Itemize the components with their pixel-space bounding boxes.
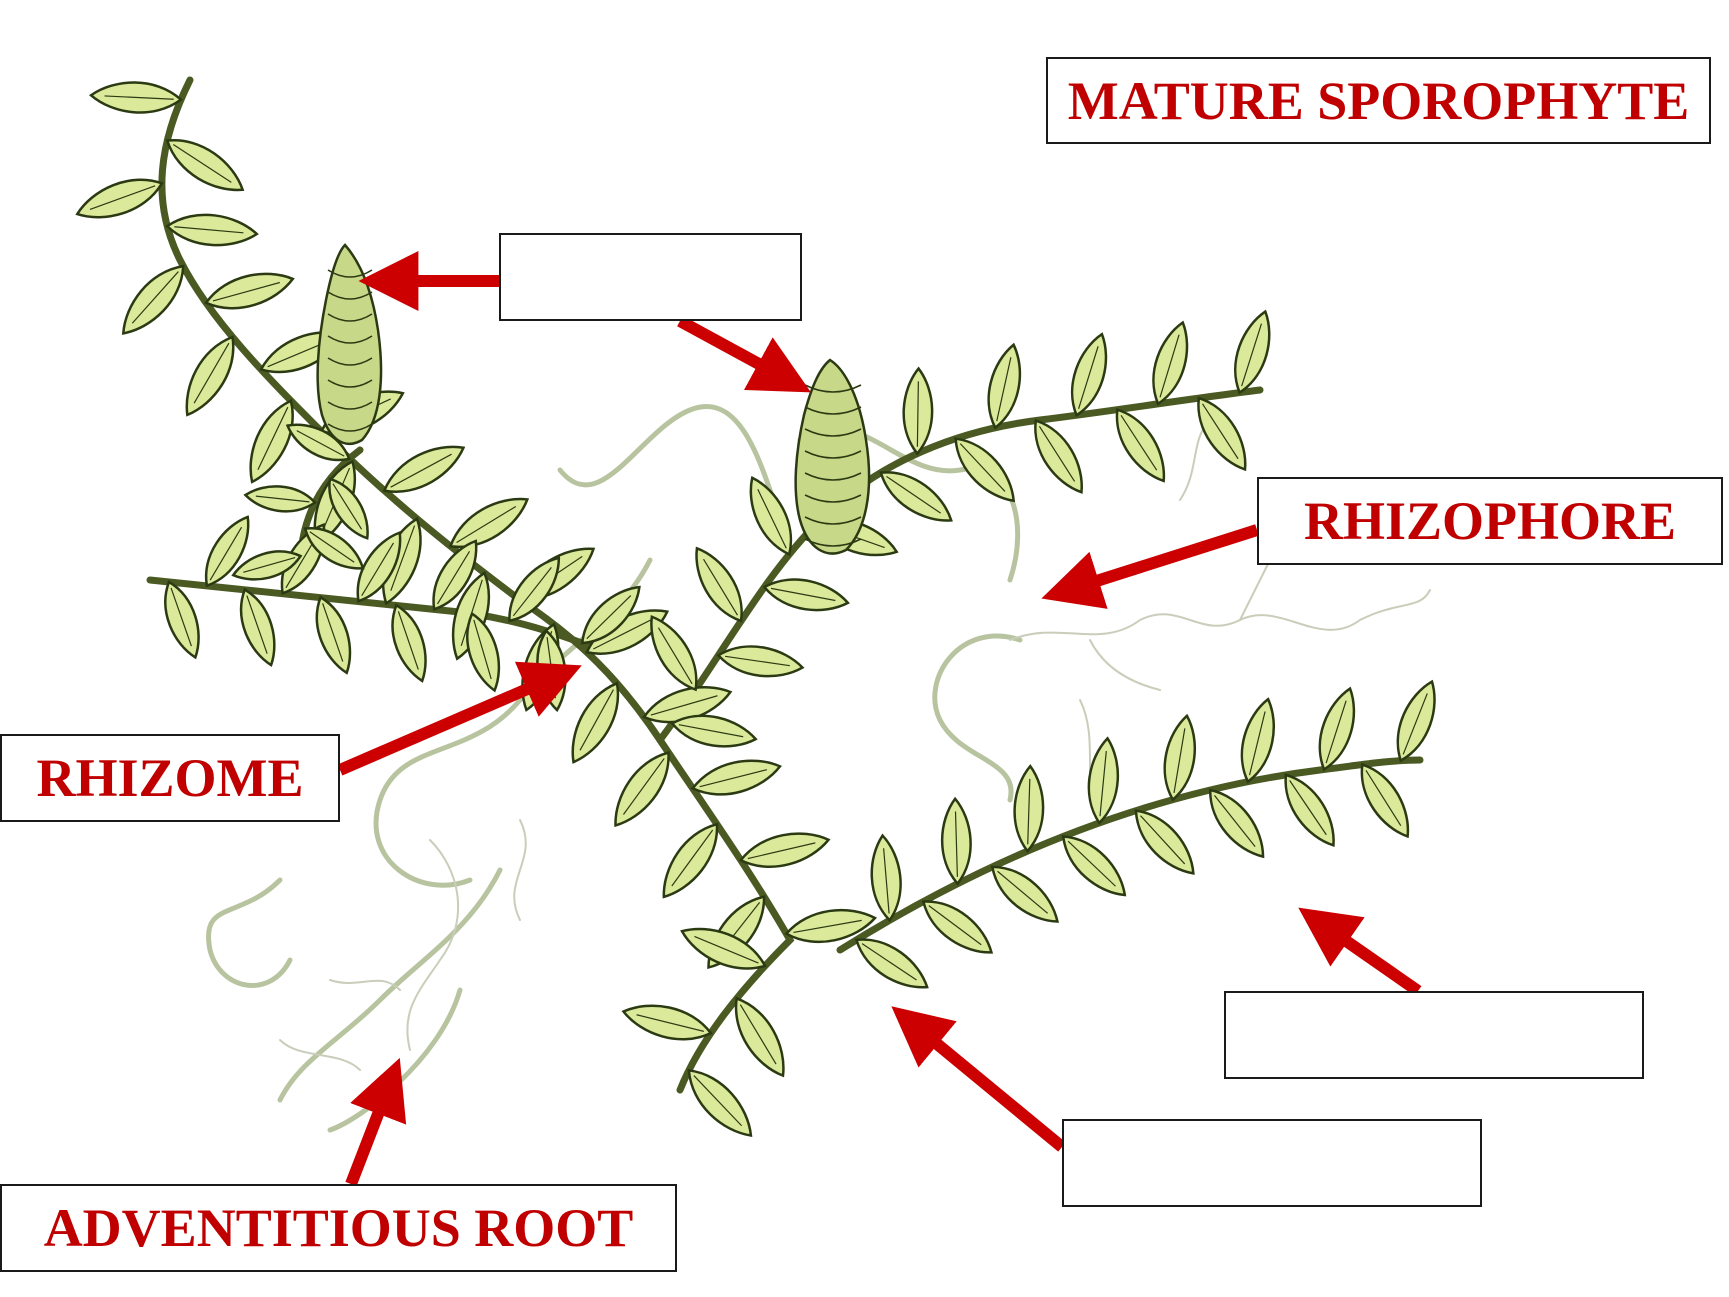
label-adventitious-root-text: ADVENTITIOUS ROOT — [44, 1197, 634, 1259]
rhizophore-line — [935, 636, 1020, 800]
label-adventitious-root: ADVENTITIOUS ROOT — [0, 1184, 677, 1272]
rhizophore-line — [330, 990, 460, 1130]
label-rhizophore: RHIZOPHORE — [1257, 477, 1723, 565]
arrow-to-stem — [908, 1020, 1062, 1147]
arrow-to-rhizome — [340, 674, 562, 770]
arrow-to-rhizophore — [1062, 530, 1257, 592]
arrow-to-adventitious-root — [351, 1078, 392, 1184]
label-rhizome: RHIZOME — [0, 734, 340, 822]
label-mature-sporophyte-text: MATURE SPOROPHYTE — [1068, 70, 1690, 132]
arrow-to-right-strobilus — [680, 321, 792, 382]
root-hair — [280, 1040, 360, 1070]
blank-label-strobilus[interactable] — [499, 233, 802, 321]
rhizophore-line — [280, 870, 500, 1100]
blank-label-leaf[interactable] — [1224, 991, 1644, 1079]
label-mature-sporophyte: MATURE SPOROPHYTE — [1046, 57, 1711, 144]
branch-stem — [840, 760, 1420, 950]
label-rhizome-text: RHIZOME — [36, 747, 303, 809]
root-hair — [1240, 560, 1270, 620]
rhizophore-line — [208, 880, 290, 985]
blank-label-stem[interactable] — [1062, 1119, 1482, 1207]
root-hair — [1010, 590, 1430, 640]
arrow-to-leaf — [1316, 920, 1418, 991]
strobilus-left — [318, 245, 381, 444]
rhizophore-line — [560, 407, 780, 520]
root-hair — [514, 820, 526, 920]
root-hair — [1090, 640, 1160, 690]
label-rhizophore-text: RHIZOPHORE — [1304, 490, 1676, 552]
